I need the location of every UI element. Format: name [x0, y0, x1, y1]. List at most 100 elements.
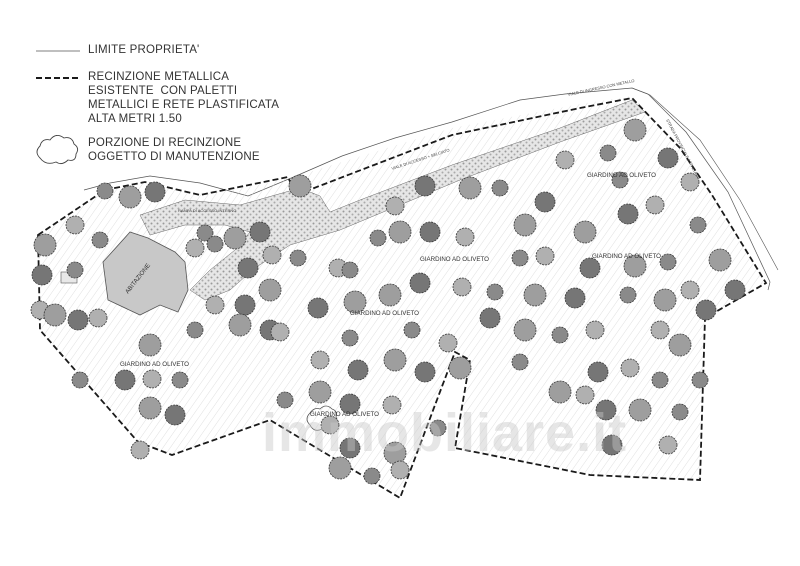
olive-tree-icon — [587, 361, 609, 383]
olive-tree-icon — [668, 333, 692, 357]
olive-tree-icon — [691, 371, 709, 389]
olive-tree-icon — [249, 221, 271, 243]
legend-maintenance-cloud-symbol — [36, 135, 79, 165]
olive-tree-icon — [118, 185, 142, 209]
olive-grove-label-6: GIARDINO AD OLIVETO — [310, 411, 379, 418]
olive-tree-icon — [223, 226, 247, 250]
olive-tree-icon — [228, 313, 252, 337]
olive-tree-icon — [328, 456, 352, 480]
olive-tree-icon — [414, 361, 436, 383]
legend-fence-line: RECINZIONE METALLICA — [88, 71, 230, 83]
olive-tree-icon — [114, 369, 136, 391]
metal-gate-entrance-label: VIALE DI INGRESSO CON METALLO — [567, 78, 635, 97]
olive-tree-icon — [196, 224, 214, 242]
internal-access-ramp-label: RAMPA DI ACCESSO INTERNO — [178, 208, 236, 213]
olive-tree-icon — [388, 220, 412, 244]
olive-trees-group — [30, 118, 746, 485]
olive-tree-icon — [164, 404, 186, 426]
olive-grove-label-1: GIARDINO AD OLIVETO — [587, 172, 656, 179]
olive-grove-label-4: GIARDINO AD OLIVETO — [350, 310, 419, 317]
olive-tree-icon — [708, 248, 732, 272]
olive-tree-icon — [623, 118, 647, 142]
olive-tree-icon — [88, 308, 108, 328]
olive-tree-icon — [585, 320, 605, 340]
olive-tree-icon — [363, 467, 381, 485]
olive-tree-icon — [385, 196, 405, 216]
olive-tree-icon — [595, 399, 617, 421]
olive-tree-icon — [71, 371, 89, 389]
olive-tree-icon — [564, 287, 586, 309]
legend-fence-line: ESISTENTE CON PALETTI — [88, 85, 238, 97]
olive-tree-icon — [671, 403, 689, 421]
olive-tree-icon — [409, 272, 431, 294]
olive-tree-icon — [458, 176, 482, 200]
olive-tree-icon — [383, 348, 407, 372]
olive-tree-icon — [611, 171, 629, 189]
olive-tree-icon — [339, 437, 361, 459]
olive-tree-icon — [138, 396, 162, 420]
olive-tree-icon — [452, 277, 472, 297]
olive-tree-icon — [369, 229, 387, 247]
olive-tree-icon — [620, 358, 640, 378]
olive-tree-icon — [438, 333, 458, 353]
olive-tree-icon — [513, 213, 537, 237]
olive-tree-icon — [262, 245, 282, 265]
olive-tree-icon — [289, 249, 307, 267]
olive-tree-icon — [144, 181, 166, 203]
olive-tree-icon — [186, 321, 204, 339]
olive-tree-icon — [65, 215, 85, 235]
olive-tree-icon — [429, 419, 447, 437]
olive-tree-icon — [185, 238, 205, 258]
olive-tree-icon — [619, 286, 637, 304]
olive-tree-icon — [237, 257, 259, 279]
olive-tree-icon — [617, 203, 639, 225]
road-edge-line — [631, 87, 779, 271]
olive-tree-icon — [339, 393, 361, 415]
olive-tree-icon — [234, 294, 256, 316]
olive-tree-icon — [658, 435, 678, 455]
existing-metal-fence — [37, 97, 768, 500]
olive-tree-icon — [307, 297, 329, 319]
olive-tree-icon — [479, 307, 501, 329]
olive-tree-icon — [270, 322, 290, 342]
legend-maintenance-line: PORZIONE DI RECINZIONE — [88, 137, 242, 149]
olive-tree-icon — [659, 253, 677, 271]
olive-tree-icon — [601, 434, 623, 456]
olive-tree-icon — [523, 283, 547, 307]
olive-tree-icon — [66, 261, 84, 279]
olive-tree-icon — [171, 371, 189, 389]
olive-tree-icon — [724, 279, 746, 301]
olive-tree-icon — [534, 191, 556, 213]
olive-tree-icon — [511, 249, 529, 267]
olive-tree-icon — [599, 144, 617, 162]
house-building — [102, 231, 189, 316]
olive-tree-icon — [414, 175, 436, 197]
olive-tree-icon — [680, 280, 700, 300]
olive-tree-icon — [91, 231, 109, 249]
olive-tree-icon — [288, 174, 312, 198]
olive-tree-icon — [551, 326, 569, 344]
olive-tree-icon — [130, 440, 150, 460]
legend-fence-line: METALLICI E RETE PLASTIFICATA — [88, 99, 280, 111]
olive-tree-icon — [341, 329, 359, 347]
watermark: immobiliare.it — [262, 403, 628, 463]
olive-tree-icon — [511, 353, 529, 371]
olive-tree-icon — [513, 318, 537, 342]
olive-tree-icon — [206, 235, 224, 253]
olive-tree-icon — [310, 350, 330, 370]
olive-tree-icon — [680, 172, 700, 192]
olive-tree-icon — [651, 371, 669, 389]
olive-tree-icon — [491, 179, 509, 197]
olive-tree-icon — [657, 147, 679, 169]
olive-tree-icon — [403, 321, 421, 339]
olive-grove-label-3: GIARDINO AD OLIVETO — [592, 253, 661, 260]
olive-tree-icon — [308, 380, 332, 404]
olive-tree-icon — [628, 398, 652, 422]
olive-grove-label-5: GIARDINO AD OLIVETO — [120, 361, 189, 368]
olive-tree-icon — [67, 309, 89, 331]
olive-tree-icon — [575, 385, 595, 405]
property-limit-line — [83, 87, 771, 291]
olive-tree-icon — [205, 295, 225, 315]
olive-tree-icon — [486, 283, 504, 301]
